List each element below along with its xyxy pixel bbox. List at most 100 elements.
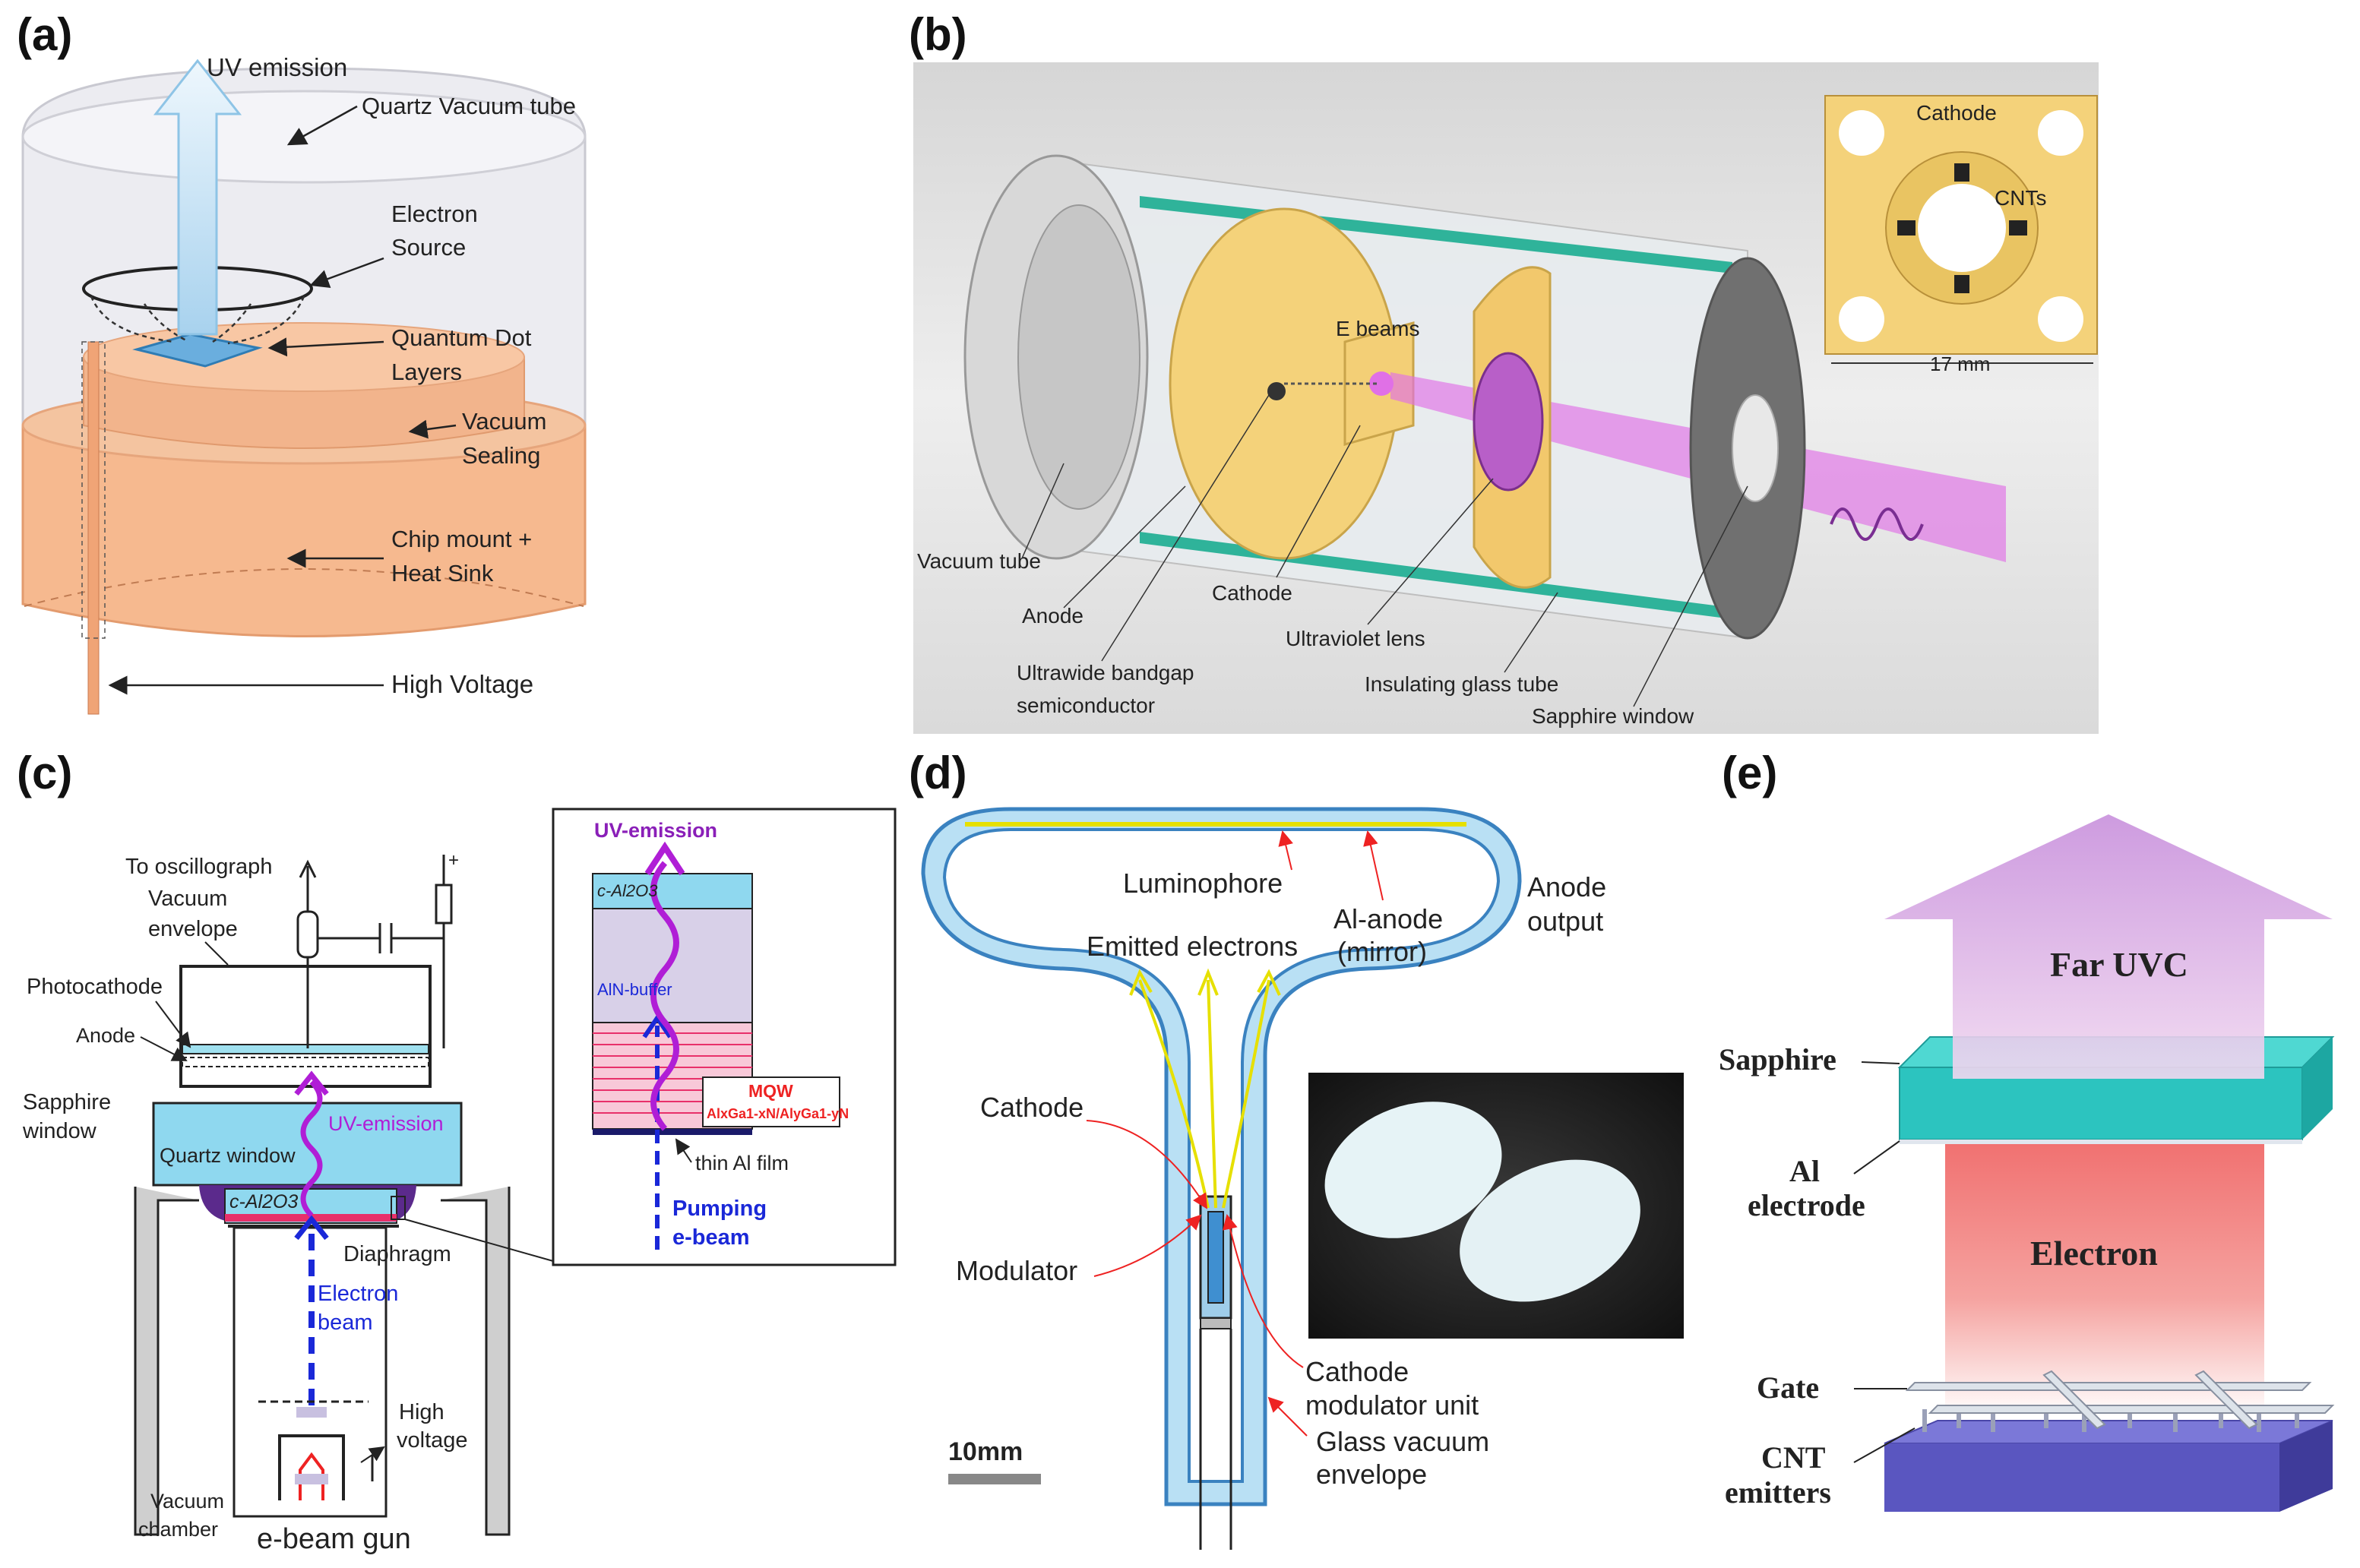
pointer-vacuum [408,419,457,439]
electron-head-2 [1197,968,1219,996]
inset-label-cathode: Cathode [1916,101,1997,125]
ultraviolet-lens [1473,352,1544,492]
electron-paths [90,296,305,345]
uv-wave-c [300,1080,323,1218]
inset-label-thin-al: thin Al film [695,1152,789,1174]
label-anode-out-1: Anode [1527,871,1606,903]
label-uwbg-2: semiconductor [1017,694,1155,717]
label-modulator: Modulator [956,1255,1077,1286]
label-vacuum-tube: Vacuum tube [917,549,1041,573]
label-photocathode: Photocathode [27,975,163,999]
inset-uv-wave [650,861,679,1131]
inset-cnt-left [1897,220,1916,236]
pointer-uwbg [1101,394,1270,662]
chamber-wall-right [441,1187,511,1536]
far-uvc-arrow [1884,814,2333,1079]
al-electrode-layer [1900,1140,2302,1144]
label-vacuum-env-2: envelope [148,917,238,941]
label-uv-emission-c: UV-emission [328,1112,444,1135]
label-uv-emission: UV emission [207,53,347,81]
label-glass-1: Glass vacuum [1316,1426,1489,1457]
label-plus: + [448,850,459,871]
inset-substrate [592,873,753,909]
qd-chip [132,333,263,368]
label-cmu-2: modulator unit [1305,1389,1479,1421]
inset-al-film [593,1129,752,1135]
wire-arrow [299,859,317,878]
pointer-cnt [1853,1427,1916,1463]
pointer-cathode-d [1086,1120,1208,1209]
gate-bar-1 [1905,1382,2312,1391]
label-quartz-tube: Quartz Vacuum tube [362,93,576,119]
inset-label-uv: UV-emission [594,819,717,842]
label-sapphire-1: Sapphire [23,1090,111,1114]
label-cnt-2: emitters [1725,1475,1831,1510]
gun-focus [296,1407,327,1418]
label-chamber-1: Vacuum [150,1490,224,1513]
emitted-electrons [1138,979,1270,1209]
pointer-vacuum-tube [1021,463,1065,559]
gate-bar-2 [1928,1405,2335,1414]
electron-head-1 [1129,969,1153,996]
supply [435,884,453,925]
label-anode: Anode [1022,604,1084,628]
label-sapphire: Sapphire window [1532,704,1694,728]
label-hv-2: voltage [397,1428,468,1453]
inset-label-pump-1: Pumping [672,1197,767,1221]
pointer-al-anode [1363,830,1384,901]
sapphire-side [2302,1037,2333,1140]
vacuum-envelope [179,965,432,1088]
inset-label-pump-2: e-beam [672,1225,750,1250]
photocathode-layer [182,1044,429,1054]
hv-wire-sleeve [81,341,106,639]
label-chamber-2: chamber [138,1518,218,1541]
label-electron-e: Electron [2030,1234,2158,1272]
label-luminophore: Luminophore [1123,868,1283,899]
panel-e-tag: (e) [1722,748,1777,798]
pointer-glass [1267,1396,1308,1437]
label-vacuum-env-1: Vacuum [148,887,227,911]
inset-hole-bl [1839,296,1884,342]
label-scale: 10mm [948,1437,1023,1466]
label-electron-2: Source [391,234,466,261]
label-glass-2: envelope [1316,1459,1427,1490]
label-qd-2: Layers [391,359,462,385]
label-quartz: Quartz window [160,1144,296,1167]
label-glass-tube: Insulating glass tube [1365,672,1558,696]
gun-cathode [295,1474,328,1484]
label-sapphire-e: Sapphire [1719,1042,1836,1076]
label-cnt-1: CNT [1761,1440,1826,1475]
label-al-anode-1: Al-anode [1333,903,1443,934]
pointer-cathode [1276,425,1361,578]
unit-base [1200,1317,1232,1329]
cathode-emitter [1369,371,1394,396]
zoom-box [391,1196,406,1220]
gate-cross-1 [2042,1370,2106,1430]
electron-beam-head [294,1215,329,1241]
pointer-glass-tube [1504,592,1558,673]
panel-a-tag: (a) [17,9,72,60]
inset-label-size: 17 mm [1930,352,1990,375]
resistor [296,910,319,959]
pointer-sapphire-e [1861,1061,1900,1064]
anode-aperture [1267,382,1286,400]
label-diaphragm: Diaphragm [343,1242,451,1266]
inset-hole-br [2038,296,2083,342]
cnt-base-side [2279,1421,2333,1512]
inset-cnt-bottom [1954,275,1969,293]
pointer-electron-source [309,257,384,288]
panel-a: (a) UV emission Quartz Vacuum tube Elect… [17,9,587,715]
cathode-modulator-unit [1207,1211,1224,1304]
pointer-photocathode [155,1001,191,1048]
chamber-wall-left [134,1187,199,1536]
panel-d: (d) Luminophore Al-anode (mirror) Anode … [909,748,1684,1550]
label-e-beams: E beams [1336,317,1420,340]
label-uwbg-1: Ultrawide bandgap [1017,661,1194,684]
inset-label-mqw-1: MQW [748,1081,793,1101]
label-al-1: Al [1789,1154,1820,1188]
cnt-base-top [1884,1420,2333,1444]
label-far-uvc: Far UVC [2050,945,2188,984]
panel-c: (c) + [17,748,897,1555]
inset-label-buffer: AlN-buffer [597,980,672,999]
